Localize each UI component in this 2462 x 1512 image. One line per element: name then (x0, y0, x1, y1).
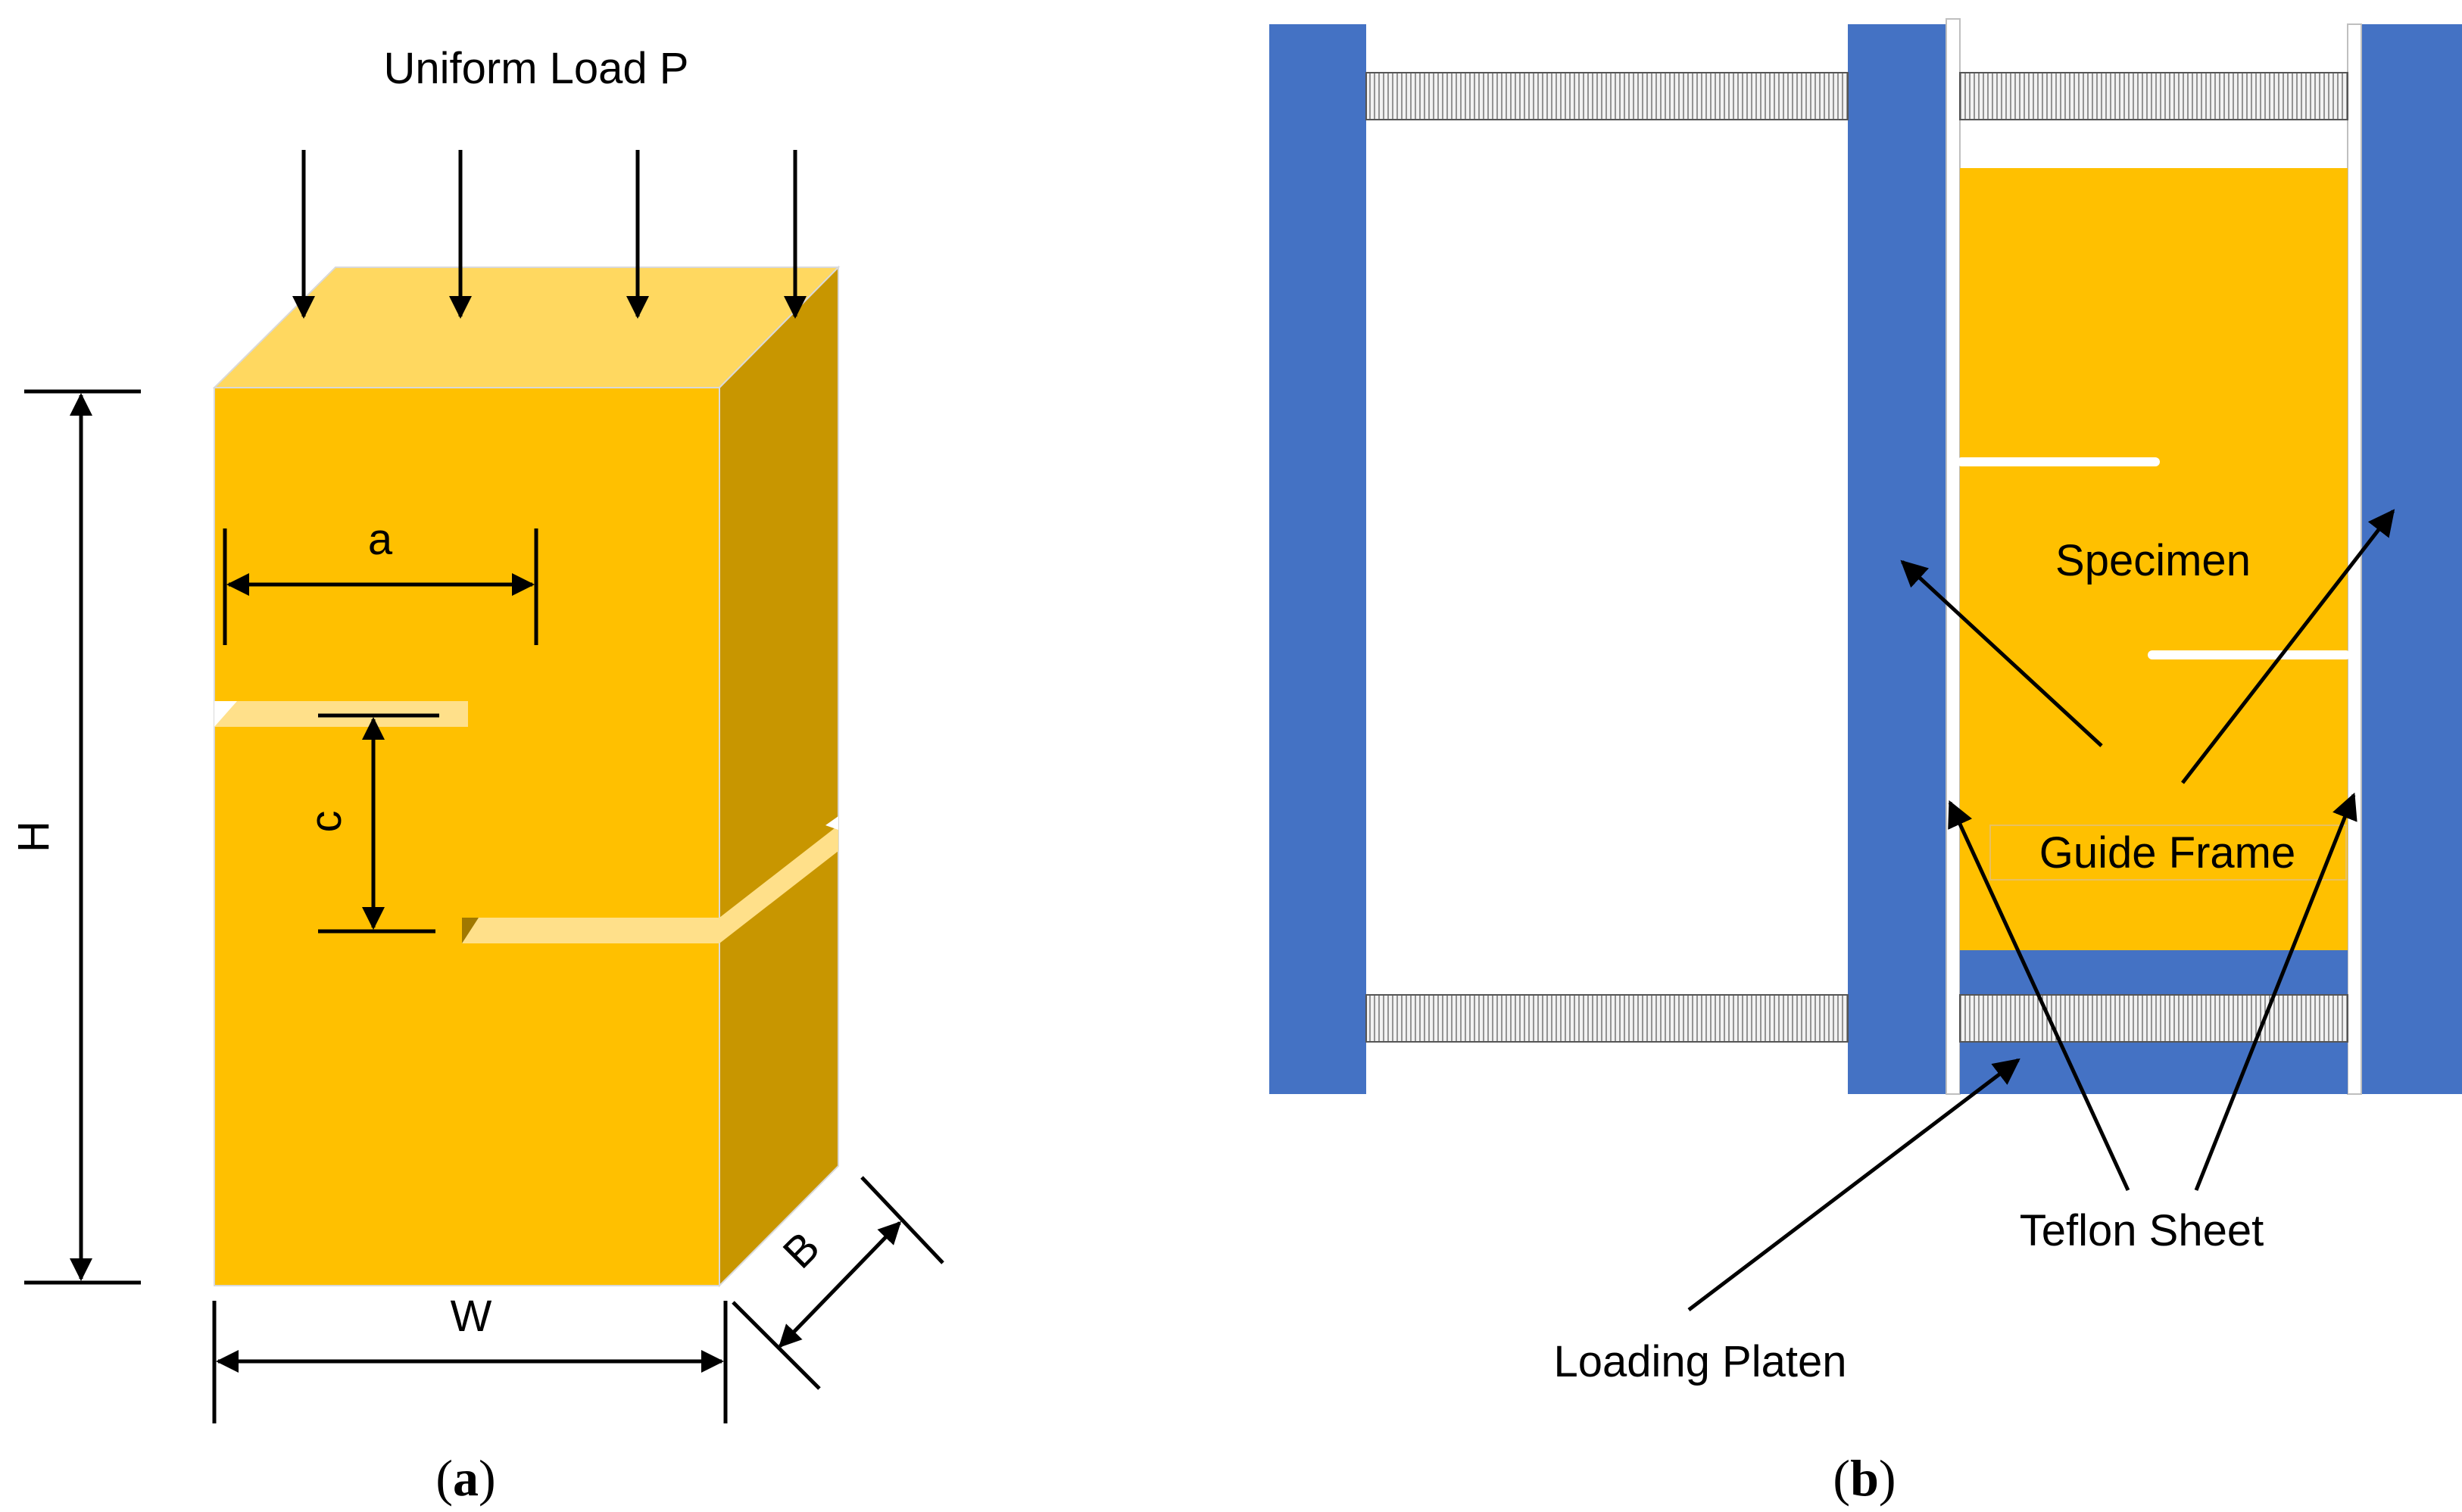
loading-platen-right (2361, 24, 2462, 1094)
panel-a: Uniform Load P H a c W (9, 44, 944, 1507)
dim-c-label: c (301, 811, 351, 833)
pointer-arrow-icon (2194, 792, 2357, 1191)
loading-platen-center (1848, 24, 1946, 1094)
b-dimension (732, 1176, 944, 1390)
c-dimension (318, 713, 439, 934)
dim-a-label: a (368, 515, 393, 564)
dim-h-label: H (9, 821, 58, 853)
dimension-arrow-icon (778, 1221, 902, 1348)
teflon-sheet-left-top (1365, 72, 1849, 120)
panel-b: Specimen Guide Frame Teflon Sheet Loadin… (1269, 18, 2462, 1507)
teflon-sheet-right-top (1959, 72, 2348, 120)
a-dimension (223, 528, 538, 645)
guide-frame-label-box (1989, 825, 2347, 881)
w-dimension (212, 1301, 728, 1423)
pointer-arrow-icon (1948, 800, 2130, 1192)
pointer-arrow-icon (1687, 1058, 2020, 1311)
specimen-front-face (214, 387, 720, 1286)
guide-frame-label: Guide Frame (2039, 828, 2295, 878)
height-dimension (24, 389, 141, 1285)
pointer-arrow-icon (1900, 560, 2103, 747)
specimen-block (1960, 168, 2348, 950)
teflon-sheet-right-bottom (1959, 994, 2348, 1043)
dim-w-label: W (451, 1292, 492, 1341)
dim-b-label: B (774, 1223, 829, 1278)
teflon-sheet-label: Teflon Sheet (2020, 1206, 2264, 1255)
load-arrows (292, 150, 807, 319)
specimen-side-face (719, 265, 839, 1288)
lower-notch (462, 816, 838, 943)
caption-a: (a) (435, 1449, 495, 1507)
pointer-arrow-icon (2181, 509, 2395, 784)
load-label: Uniform Load P (384, 44, 689, 93)
guide-frame-strip-left (1946, 18, 1961, 1095)
loading-platen-label: Loading Platen (1554, 1337, 1847, 1386)
caption-b: (b) (1833, 1449, 1896, 1507)
teflon-sheet-left-bottom (1365, 994, 1849, 1043)
specimen-label: Specimen (2055, 536, 2251, 585)
loading-platen-left (1269, 24, 1366, 1094)
